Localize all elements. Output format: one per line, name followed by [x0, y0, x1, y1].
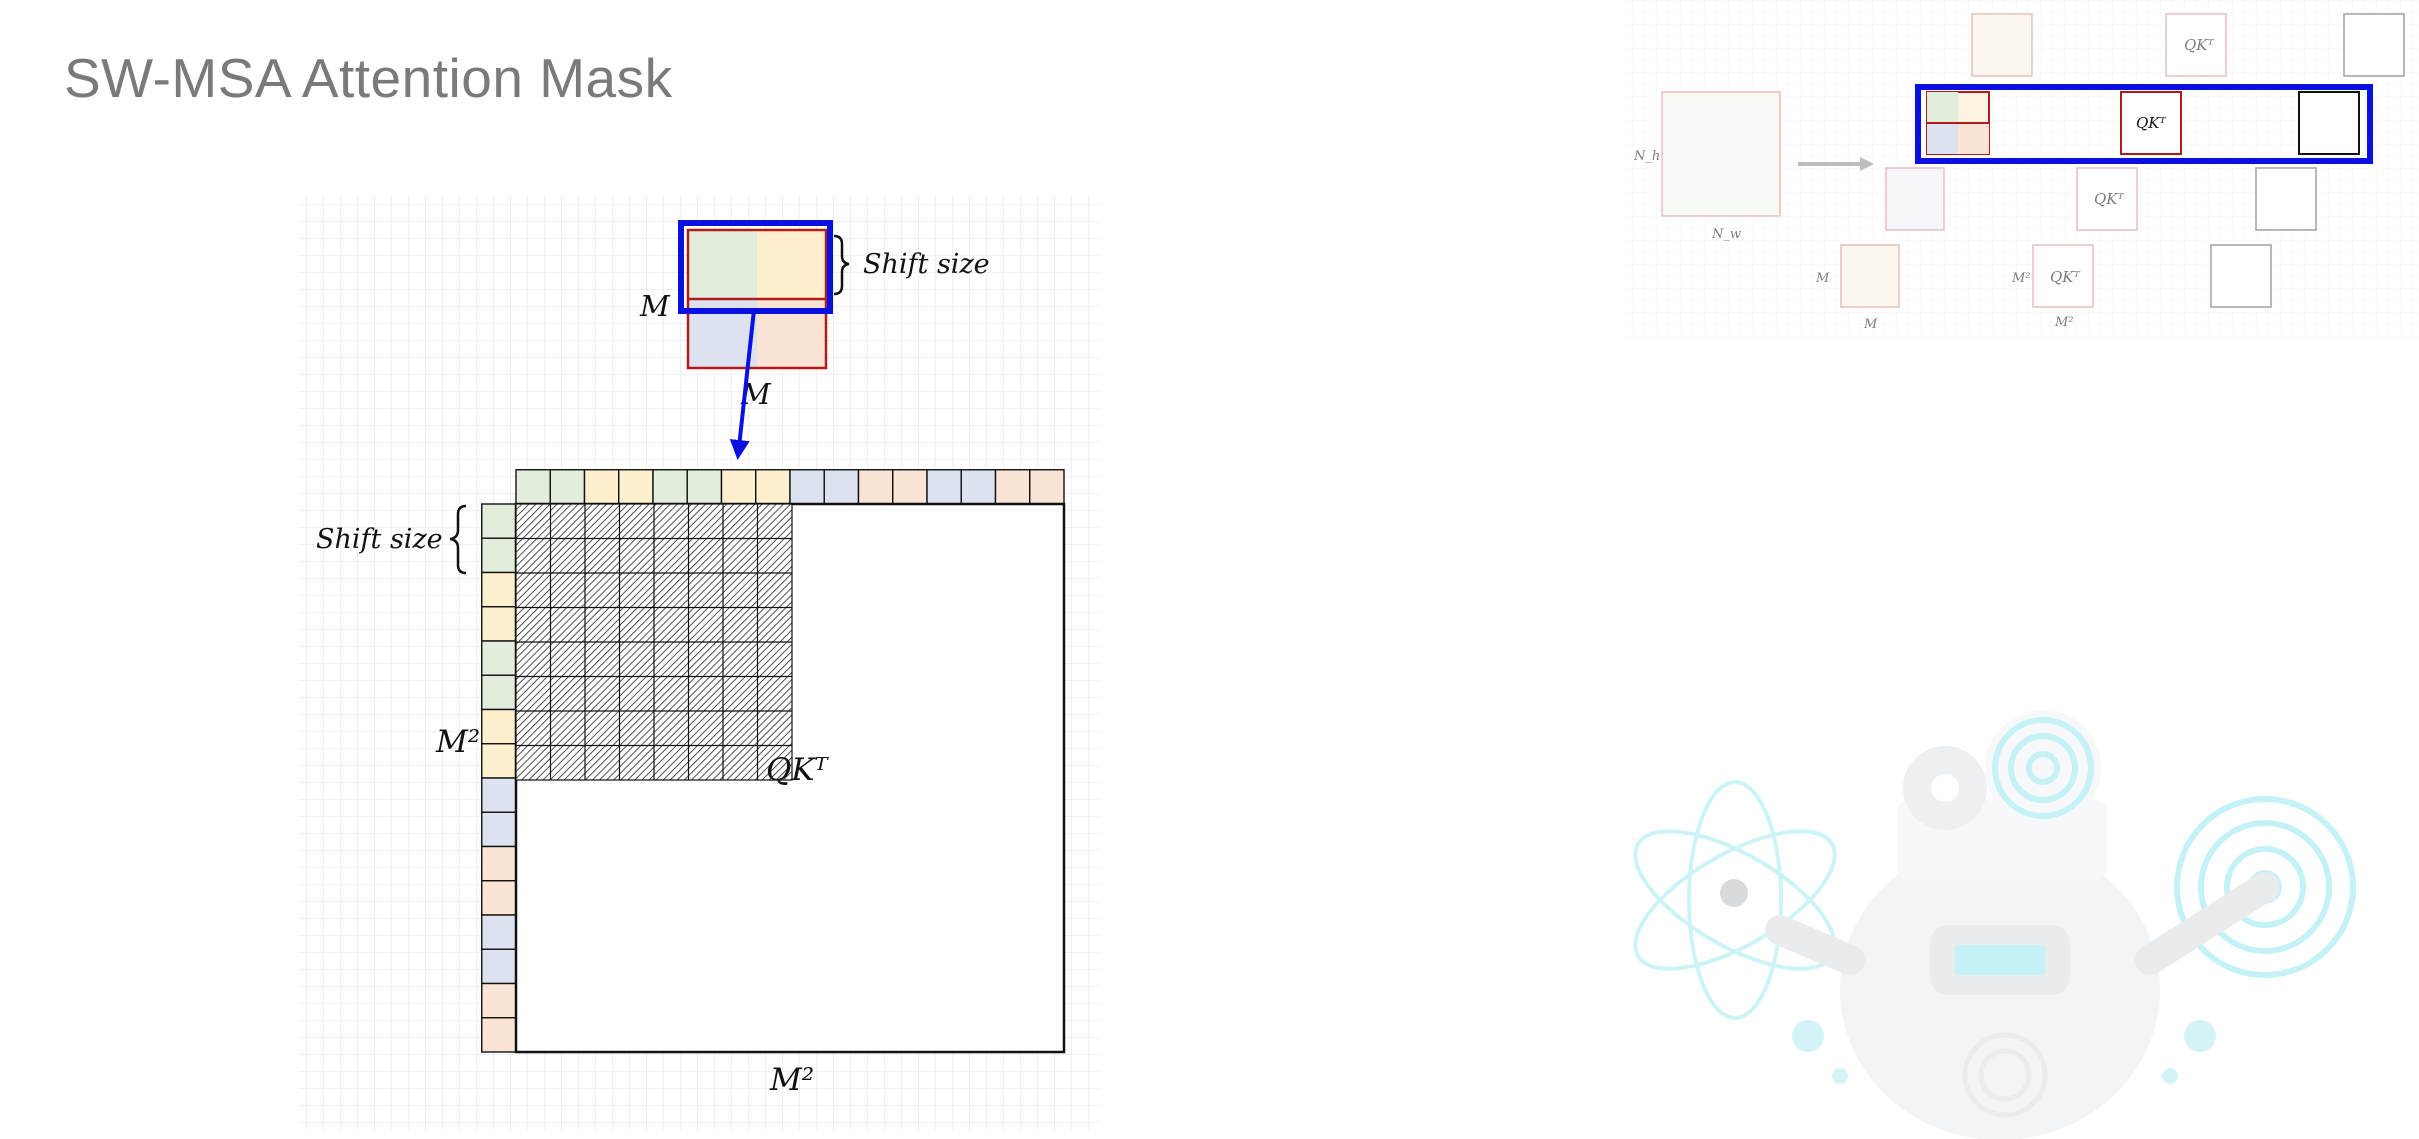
left-strip-cell — [481, 777, 517, 813]
qkt-block-grid — [516, 504, 792, 780]
left-strip-cell — [481, 914, 517, 950]
thumb-m-bottom-label: M — [1863, 317, 1878, 332]
robot-watermark — [1633, 710, 2356, 1139]
overview-thumbnail: N_h N_w M M M² M² QKᵀ QKᵀ QKᵀ — [1625, 0, 2419, 340]
slide-title: SW-MSA Attention Mask — [64, 47, 673, 109]
window-to-matrix-arrow — [729, 309, 756, 460]
matrix-m2-label-bottom: M² — [769, 1062, 814, 1098]
window-grid — [686, 228, 828, 370]
left-strip-cell — [481, 982, 517, 1019]
thumb-qkt-4: QKᵀ — [2050, 268, 2081, 286]
left-strip-cell — [481, 811, 517, 848]
top-strip-cell — [549, 469, 586, 505]
top-strip-cell — [892, 469, 928, 505]
thumb-nw-label: N_w — [1711, 227, 1741, 242]
left-strip-cell — [481, 537, 517, 574]
top-strip-cell — [686, 469, 723, 505]
top-strip-cell — [789, 469, 825, 505]
top-strip-cell — [618, 469, 654, 505]
left-color-strip — [481, 503, 517, 1053]
top-strip-cell — [823, 469, 860, 505]
top-strip-cell — [1029, 469, 1065, 505]
shift-size-brace-top — [833, 234, 850, 296]
top-strip-cell — [583, 469, 620, 505]
left-strip-cell — [481, 948, 517, 985]
top-strip-cell — [994, 469, 1031, 505]
top-color-strip — [515, 469, 1065, 505]
shift-size-label-left: Shift size — [316, 524, 443, 555]
window-m-label-left: M — [639, 289, 671, 323]
thumbnail-focus-highlight — [1915, 84, 2373, 164]
top-strip-cell — [652, 469, 688, 505]
qkt-label: QKᵀ — [766, 752, 830, 788]
top-strip-cell — [926, 469, 962, 505]
left-strip-cell — [481, 606, 517, 642]
left-strip-cell — [481, 708, 517, 745]
left-strip-cell — [481, 845, 517, 882]
top-strip-cell — [515, 469, 551, 505]
left-strip-cell — [481, 571, 517, 608]
shift-size-label-top: Shift size — [863, 249, 990, 280]
top-strip-cell — [755, 469, 791, 505]
thumb-qkt-2: QKᵀ — [2136, 114, 2167, 132]
left-strip-cell — [481, 640, 517, 676]
matrix-m2-label-left: M² — [435, 724, 480, 760]
shift-size-brace-left — [449, 504, 467, 575]
thumb-qkt-3: QKᵀ — [2094, 190, 2125, 208]
top-strip-cell — [960, 469, 997, 505]
top-strip-cell — [857, 469, 894, 505]
thumb-qkt-1: QKᵀ — [2184, 36, 2215, 54]
left-strip-cell — [481, 674, 517, 711]
thumb-nh-label: N_h — [1633, 149, 1660, 164]
top-strip-cell — [720, 469, 757, 505]
thumbnail-focus-row: QKᵀ — [1915, 84, 2373, 164]
thumb-m2-bottom-label: M² — [2054, 315, 2074, 330]
thumb-m2-left-label: M² — [2011, 271, 2031, 286]
left-strip-cell — [481, 503, 517, 539]
left-strip-cell — [481, 743, 517, 779]
left-strip-cell — [481, 1017, 517, 1053]
thumb-m-left-label: M — [1815, 271, 1830, 286]
left-strip-cell — [481, 880, 517, 916]
